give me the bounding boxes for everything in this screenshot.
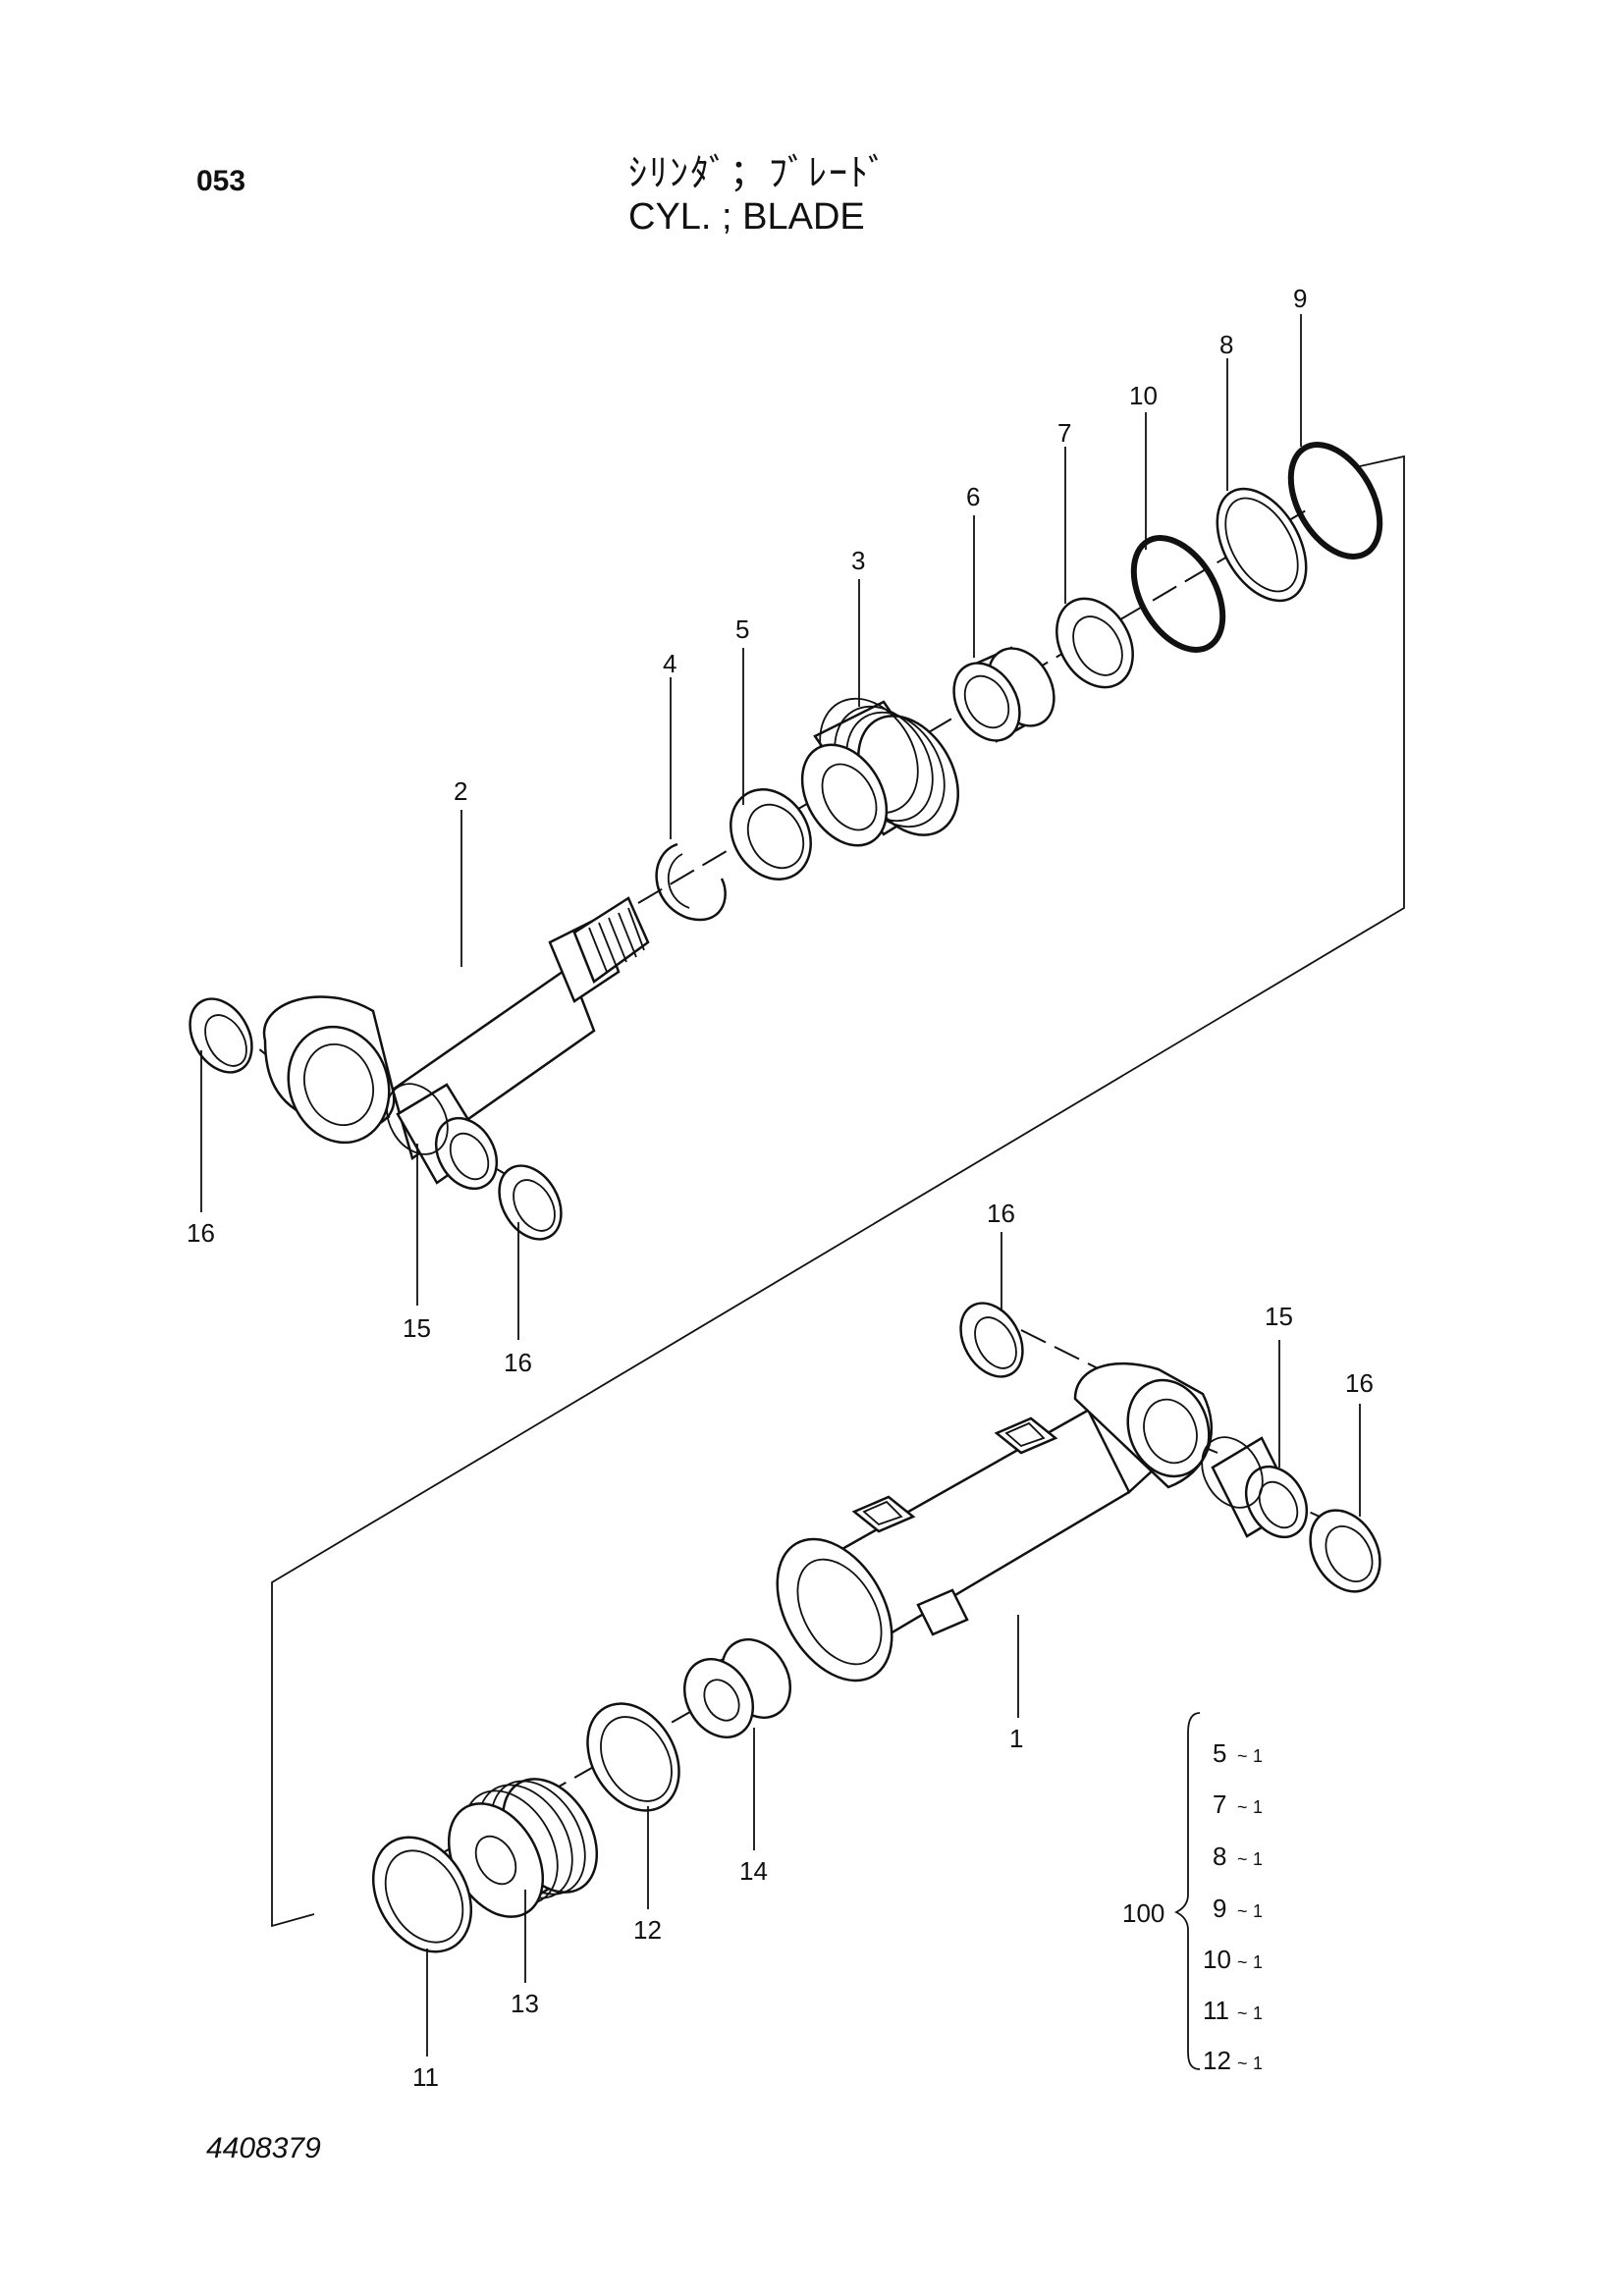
callout-11: 11 <box>412 2062 439 2092</box>
callout-8: 8 <box>1219 330 1233 359</box>
kit-item-part: 5 <box>1213 1738 1226 1768</box>
kit-item-tilde: ~ <box>1237 1746 1248 1766</box>
callout-13: 13 <box>511 1989 539 2018</box>
seal-11 <box>371 1836 473 1953</box>
o-ring-10 <box>1130 535 1226 653</box>
snap-ring-4 <box>655 842 727 922</box>
kit-item-part: 7 <box>1213 1789 1226 1819</box>
callout-6: 6 <box>966 482 980 511</box>
piston-13 <box>447 1778 599 1918</box>
callout-labels: 1 2 3 4 5 6 7 8 9 10 11 12 13 14 15 15 1… <box>187 284 1374 2092</box>
kit-item-tilde: ~ <box>1237 1797 1248 1817</box>
bushing-16-tube-top <box>959 1302 1024 1378</box>
callout-14: 14 <box>739 1856 768 1886</box>
callout-2: 2 <box>454 776 467 806</box>
kit-item-tilde: ~ <box>1237 1952 1248 1972</box>
seal-ring-12 <box>586 1702 680 1812</box>
kit-item-tilde: ~ <box>1237 2003 1248 2023</box>
kit-item-qty: 1 <box>1253 2054 1263 2073</box>
kit-item-qty: 1 <box>1253 1952 1263 1972</box>
kit-item-part: 10 <box>1203 1945 1231 1974</box>
bushing-15-tube <box>1201 1436 1309 1539</box>
kit-item-part: 11 <box>1203 1996 1229 2025</box>
kit-item-part: 8 <box>1213 1842 1226 1871</box>
callout-4: 4 <box>663 649 676 678</box>
kit-item-tilde: ~ <box>1237 1901 1248 1921</box>
piston-rod <box>262 896 650 1161</box>
leader-lines <box>200 314 1361 2056</box>
callout-9: 9 <box>1293 284 1307 313</box>
nut-14 <box>682 1638 792 1738</box>
o-ring-9 <box>1287 442 1383 560</box>
title-english: CYL. ; BLADE <box>628 196 865 238</box>
callout-7: 7 <box>1057 418 1071 448</box>
seal-kit-number: 100 <box>1122 1898 1164 1928</box>
page-code: 053 <box>196 165 246 197</box>
seal-5 <box>730 788 812 881</box>
bushing-6 <box>952 646 1055 743</box>
assembly-outline <box>271 454 1405 1928</box>
title-japanese: ｼﾘﾝﾀﾞ；ﾌﾞﾚｰﾄﾞ <box>628 151 890 194</box>
callout-12: 12 <box>633 1915 662 1945</box>
callout-15-rod: 15 <box>403 1313 431 1343</box>
bushing-16-rod-left <box>189 997 253 1074</box>
drawing-number: 4408379 <box>206 2132 321 2164</box>
kit-item-tilde: ~ <box>1237 2054 1248 2073</box>
kit-item-part: 12 <box>1203 2046 1231 2075</box>
bushing-15-rod <box>386 1083 499 1191</box>
callout-10: 10 <box>1129 381 1158 410</box>
callout-1: 1 <box>1009 1724 1023 1753</box>
grease-fitting <box>916 1588 969 1636</box>
kit-item-qty: 1 <box>1253 1746 1263 1766</box>
bushing-16-tube-right <box>1309 1509 1381 1593</box>
wiper-7 <box>1055 597 1134 689</box>
callout-16-tube-right: 16 <box>1345 1368 1374 1398</box>
callout-16-rod-left: 16 <box>187 1218 215 1248</box>
cylinder-tube <box>776 1362 1213 1682</box>
callout-15-tube: 15 <box>1265 1302 1293 1331</box>
bushing-16-rod-right <box>498 1164 563 1241</box>
callout-16-tube-top: 16 <box>987 1199 1015 1228</box>
kit-item-part: 9 <box>1213 1894 1226 1923</box>
backup-ring-8 <box>1216 487 1308 603</box>
kit-item-qty: 1 <box>1253 1797 1263 1817</box>
kit-item-tilde: ~ <box>1237 1849 1248 1869</box>
seal-kit-group: 100 5 ~ 1 7 ~ 1 8 ~ 1 9 ~ 1 10 ~ 1 11 ~ … <box>1122 1712 1263 2075</box>
kit-item-qty: 1 <box>1253 1849 1263 1869</box>
callout-5: 5 <box>735 614 749 644</box>
seal-kit-items: 5 ~ 1 7 ~ 1 8 ~ 1 9 ~ 1 10 ~ 1 11 ~ 1 12… <box>1203 1738 1263 2075</box>
kit-item-qty: 1 <box>1253 2003 1263 2023</box>
kit-item-qty: 1 <box>1253 1901 1263 1921</box>
callout-16-rod-right: 16 <box>504 1348 532 1377</box>
callout-3: 3 <box>851 546 865 575</box>
gland-3 <box>800 697 959 847</box>
port-boss-2 <box>994 1416 1058 1455</box>
port-boss-1 <box>851 1495 916 1533</box>
